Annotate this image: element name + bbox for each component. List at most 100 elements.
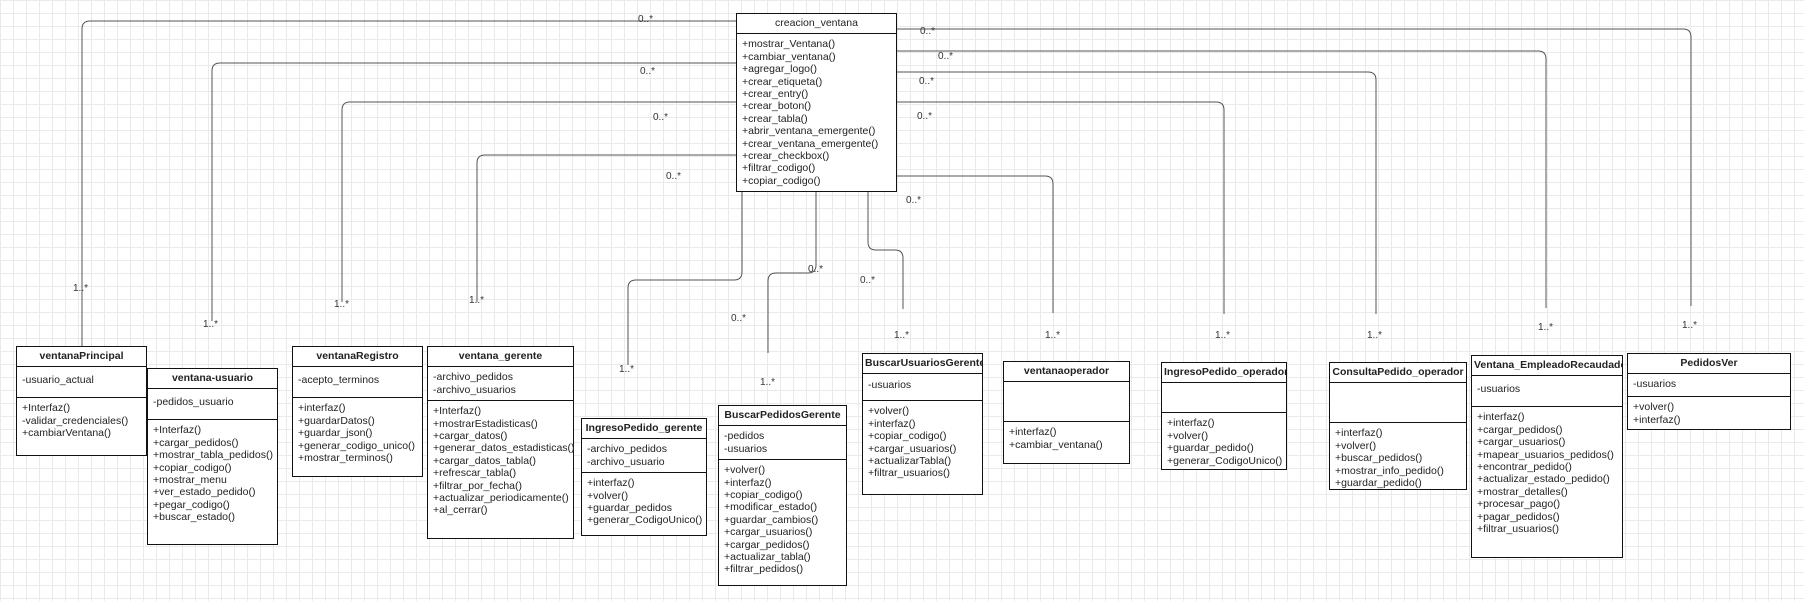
method-text: +interfaz() xyxy=(298,402,346,415)
method-text: +cargar_usuarios() xyxy=(868,442,957,455)
class-box-ventana-empleadorecaudador[interactable]: Ventana_EmpleadoRecaudador -usuarios +in… xyxy=(1471,355,1623,558)
multiplicity-label: 0..* xyxy=(666,171,682,182)
method-text: +volver() xyxy=(724,464,766,477)
method-text: +encontrar_pedido() xyxy=(1477,461,1572,474)
method-text: +volver() xyxy=(1335,439,1377,452)
method-text: +volver() xyxy=(1167,429,1209,442)
method-text: +cambiar_ventana() xyxy=(742,50,836,63)
method-text: +cargar_usuarios() xyxy=(724,526,813,539)
multiplicity-label: 0..* xyxy=(906,195,922,206)
method-text: +refrescar_tabla() xyxy=(433,467,517,480)
method-text: +interfaz() xyxy=(1633,413,1681,426)
method-text: +filtrar_usuarios() xyxy=(868,467,950,480)
multiplicity-label: 0..* xyxy=(920,26,936,37)
method-text: +mostrar_menu xyxy=(153,474,227,487)
method-text: +actualizar_estado_pedido() xyxy=(1477,473,1610,486)
attribute-text: -archivo_usuarios xyxy=(433,383,516,396)
method-text: +guardar_pedido() xyxy=(1335,477,1422,490)
class-attributes xyxy=(1004,382,1129,423)
method-text: +mostrar_tabla_pedidos() xyxy=(153,449,273,462)
method-text: +pegar_codigo() xyxy=(153,498,230,511)
multiplicity-label: 0..* xyxy=(919,76,935,87)
class-box-ventanaregistro[interactable]: ventanaRegistro -acepto_terminos +interf… xyxy=(292,346,423,477)
attribute-text: -archivo_pedidos xyxy=(433,371,513,384)
class-box-pedidosver[interactable]: PedidosVer -usuarios +volver() +interfaz… xyxy=(1627,353,1791,430)
multiplicity-label: 0..* xyxy=(731,313,747,324)
method-text: +crear_tabla() xyxy=(742,112,808,125)
method-text: +Interfaz() xyxy=(433,405,482,418)
class-title: IngresoPedido_operador xyxy=(1162,363,1286,384)
class-attributes: -pedidos_usuario xyxy=(148,389,277,421)
method-text: +agregar_logo() xyxy=(742,63,818,76)
method-text: +interfaz() xyxy=(724,476,772,489)
class-methods: +volver() +interfaz() xyxy=(1628,397,1790,430)
association-line-ventanaregistro xyxy=(341,101,736,302)
method-text: +al_cerrar() xyxy=(433,504,488,517)
multiplicity-label: 1..* xyxy=(334,299,350,310)
association-line-ventana-gerente xyxy=(476,154,736,302)
method-text: +Interfaz() xyxy=(22,402,71,415)
class-box-ventanaoperador[interactable]: ventanaoperador +interfaz() +cambiar_ven… xyxy=(1003,361,1130,464)
method-text: +cargar_datos_tabla() xyxy=(433,454,537,467)
method-text: +interfaz() xyxy=(868,417,916,430)
class-methods: +mostrar_Ventana() +cambiar_ventana() +a… xyxy=(737,34,896,191)
multiplicity-label: 0..* xyxy=(860,275,876,286)
multiplicity-label: 1..* xyxy=(760,377,776,388)
association-line-ventanaoperador xyxy=(896,175,1054,313)
class-box-ingresopedido-gerente[interactable]: IngresoPedido_gerente -archivo_pedidos -… xyxy=(581,418,707,536)
class-methods: +interfaz() +cargar_pedidos() +cargar_us… xyxy=(1472,407,1622,539)
class-box-creacion-ventana[interactable]: creacion_ventana +mostrar_Ventana() +cam… xyxy=(736,13,897,192)
method-text: +buscar_pedidos() xyxy=(1335,452,1423,465)
method-text: +actualizarTabla() xyxy=(868,455,952,468)
multiplicity-label: 1..* xyxy=(1215,330,1231,341)
class-title: IngresoPedido_gerente xyxy=(582,419,706,440)
class-box-ventana-gerente[interactable]: ventana_gerente -archivo_pedidos -archiv… xyxy=(427,346,575,539)
method-text: +mostrar_info_pedido() xyxy=(1335,464,1444,477)
method-text: +cambiarVentana() xyxy=(22,427,112,440)
class-attributes: -archivo_pedidos -archivo_usuarios xyxy=(428,367,573,402)
class-methods: +volver() +interfaz() +copiar_codigo() +… xyxy=(719,460,846,580)
multiplicity-label: 1..* xyxy=(894,330,910,341)
method-text: +interfaz() xyxy=(587,477,635,490)
multiplicity-label: 0..* xyxy=(640,66,656,77)
class-box-ingresopedido-operador[interactable]: IngresoPedido_operador +interfaz() +volv… xyxy=(1161,362,1287,470)
attribute-text: -usuarios xyxy=(1633,378,1677,391)
class-title: ventanaRegistro xyxy=(293,347,422,368)
multiplicity-label: 1..* xyxy=(1682,320,1698,331)
method-text: +generar_datos_estadisticas() xyxy=(433,442,575,455)
class-attributes: -usuario_actual xyxy=(17,367,146,399)
class-attributes: -archivo_pedidos -archivo_usuario xyxy=(582,439,706,474)
class-box-buscarusuariosgerente[interactable]: BuscarUsuariosGerente -usuarios +volver(… xyxy=(862,353,983,495)
class-methods: +Interfaz() -validar_credenciales() +cam… xyxy=(17,398,146,443)
association-line-ventana-usuario xyxy=(211,62,736,321)
attribute-text: -acepto_terminos xyxy=(298,374,380,387)
multiplicity-label: 1..* xyxy=(1045,330,1061,341)
class-title: ventanaPrincipal xyxy=(17,347,146,368)
class-attributes: -usuarios xyxy=(863,374,982,402)
multiplicity-label: 0..* xyxy=(938,51,954,62)
attribute-text: -usuarios xyxy=(1477,383,1521,396)
class-box-ventana-usuario[interactable]: ventana-usuario -pedidos_usuario +Interf… xyxy=(147,368,278,545)
class-box-buscarpedidosgerente[interactable]: BuscarPedidosGerente -pedidos -usuarios … xyxy=(718,405,847,586)
class-attributes xyxy=(1162,383,1286,414)
multiplicity-label: 1..* xyxy=(1538,322,1554,333)
association-line-pedidosver xyxy=(896,28,1692,306)
method-text: +cargar_pedidos() xyxy=(153,436,239,449)
method-text: +pagar_pedidos() xyxy=(1477,510,1560,523)
multiplicity-label: 0..* xyxy=(653,112,669,123)
class-title: ConsultaPedido_operador xyxy=(1330,363,1466,384)
class-box-ventanaprincipal[interactable]: ventanaPrincipal -usuario_actual +Interf… xyxy=(16,346,147,456)
association-line-consultapedido-operador xyxy=(896,71,1377,314)
method-text: +crear_entry() xyxy=(742,88,809,101)
class-title: BuscarUsuariosGerente xyxy=(863,354,982,375)
class-methods: +Interfaz() +cargar_pedidos() +mostrar_t… xyxy=(148,420,277,527)
method-text: +cargar_pedidos() xyxy=(1477,423,1563,436)
class-title: ventana-usuario xyxy=(148,369,277,390)
method-text: +mapear_usuarios_pedidos() xyxy=(1477,448,1614,461)
multiplicity-label: 1..* xyxy=(619,364,635,375)
class-attributes xyxy=(1330,383,1466,424)
class-box-consultapedido-operador[interactable]: ConsultaPedido_operador +interfaz() +vol… xyxy=(1329,362,1467,490)
class-methods: +interfaz() +volver() +guardar_pedido() … xyxy=(1162,413,1286,471)
class-attributes: -usuarios xyxy=(1472,376,1622,408)
method-text: +actualizar_periodicamente() xyxy=(433,492,569,505)
